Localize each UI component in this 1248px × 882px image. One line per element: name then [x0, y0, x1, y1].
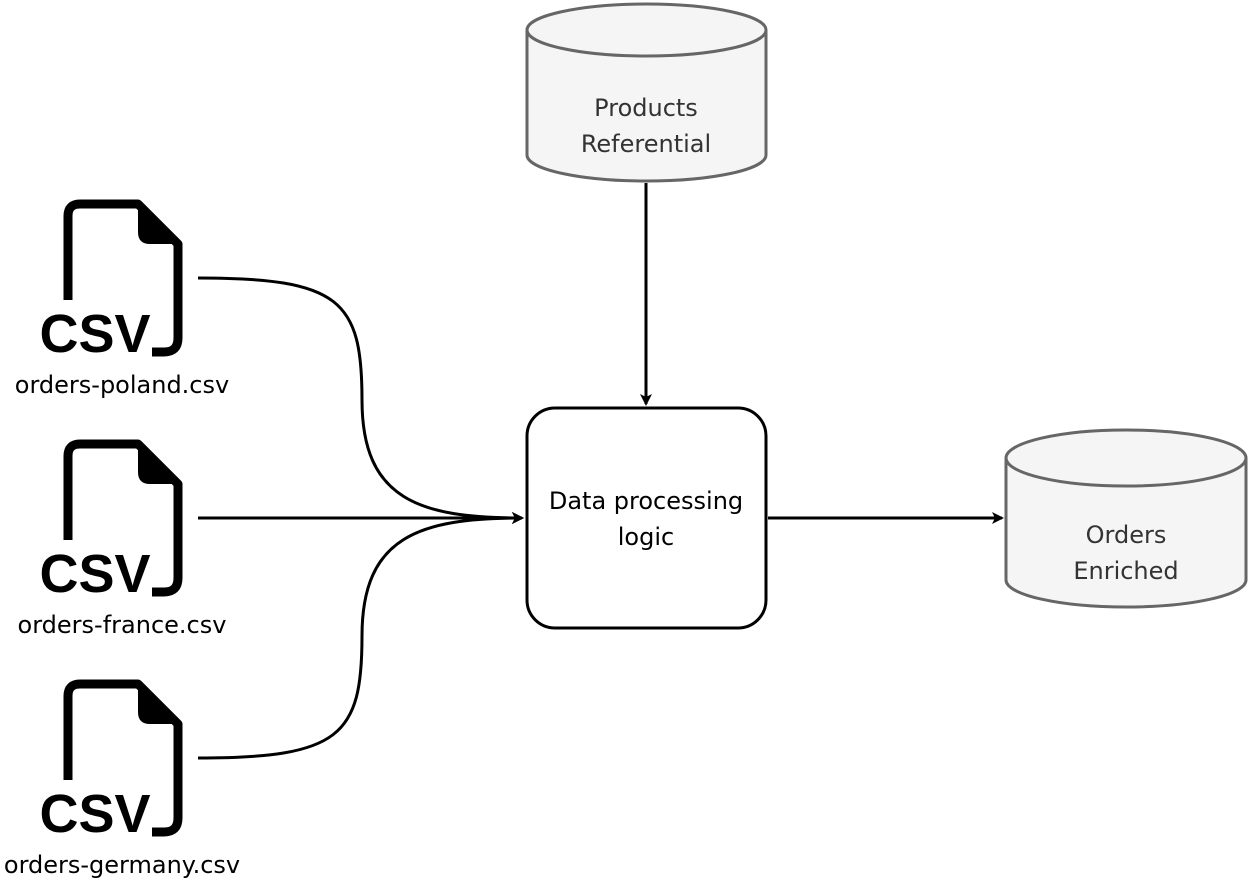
csv-file-icon: CSV [39, 204, 178, 364]
source-label: orders-poland.csv [15, 371, 229, 399]
source-orders-france: CSV orders-france.csv [18, 444, 227, 639]
source-orders-germany: CSV orders-germany.csv [4, 684, 240, 879]
data-processing-node: Data processing logic [525, 406, 768, 630]
svg-text:CSV: CSV [39, 784, 150, 844]
orders-enriched-database: Orders Enriched [1004, 428, 1248, 609]
products-referential-database: Products Referential [525, 2, 768, 183]
svg-text:Referential: Referential [581, 130, 711, 158]
svg-text:logic: logic [618, 523, 674, 551]
source-orders-poland: CSV orders-poland.csv [15, 204, 229, 399]
csv-file-icon: CSV [39, 444, 178, 604]
source-label: orders-germany.csv [4, 851, 240, 879]
source-label: orders-france.csv [18, 611, 227, 639]
svg-text:Orders: Orders [1086, 521, 1167, 549]
edge-poland-to-process [197, 276, 524, 524]
svg-text:Data processing: Data processing [549, 487, 743, 515]
csv-file-icon: CSV [39, 684, 178, 844]
svg-text:Products: Products [594, 94, 698, 122]
svg-text:CSV: CSV [39, 304, 150, 364]
svg-text:CSV: CSV [39, 544, 150, 604]
edge-germany-to-process [197, 512, 524, 760]
svg-text:Enriched: Enriched [1073, 557, 1178, 585]
